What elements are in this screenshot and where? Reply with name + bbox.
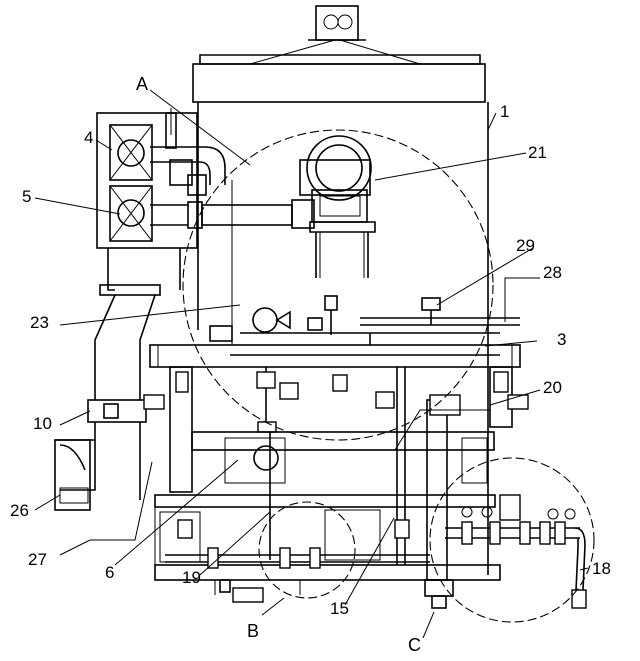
label-26: 26 [10, 501, 29, 520]
detail-circle-c [429, 457, 595, 623]
label-29: 29 [516, 236, 535, 255]
detail-circle-b [258, 501, 356, 599]
label-4: 4 [84, 128, 93, 147]
valve-cluster [143, 371, 529, 433]
bottom-piping [165, 547, 430, 603]
label-10: 10 [33, 414, 52, 433]
label-detail-a: A [136, 74, 148, 94]
detail-circle-a [182, 129, 494, 441]
label-20: 20 [543, 378, 562, 397]
flue-pipe [54, 248, 181, 511]
label-27: 27 [28, 550, 47, 569]
label-15: 15 [330, 599, 349, 618]
label-18: 18 [592, 559, 611, 578]
label-6: 6 [105, 563, 114, 582]
label-23: 23 [30, 313, 49, 332]
lower-frame [154, 431, 501, 581]
label-3: 3 [557, 330, 566, 349]
right-manifold [445, 494, 587, 609]
pump-23 [209, 295, 338, 342]
label-detail-c: C [408, 635, 421, 655]
label-1: 1 [500, 102, 509, 121]
label-19: 19 [182, 568, 201, 587]
risers [169, 366, 513, 581]
base-feet [219, 579, 454, 609]
heat-exchanger [96, 108, 198, 249]
label-28: 28 [543, 263, 562, 282]
label-5: 5 [22, 187, 31, 206]
label-21: 21 [528, 143, 547, 162]
fan [299, 135, 376, 278]
label-detail-b: B [247, 621, 259, 641]
tank-top-cap [192, 39, 486, 103]
sensor-29 [421, 297, 441, 325]
leader-lines [34, 89, 589, 639]
lifting-lug [308, 5, 366, 41]
pipe-28 [360, 317, 520, 326]
header-pipe [149, 332, 521, 368]
